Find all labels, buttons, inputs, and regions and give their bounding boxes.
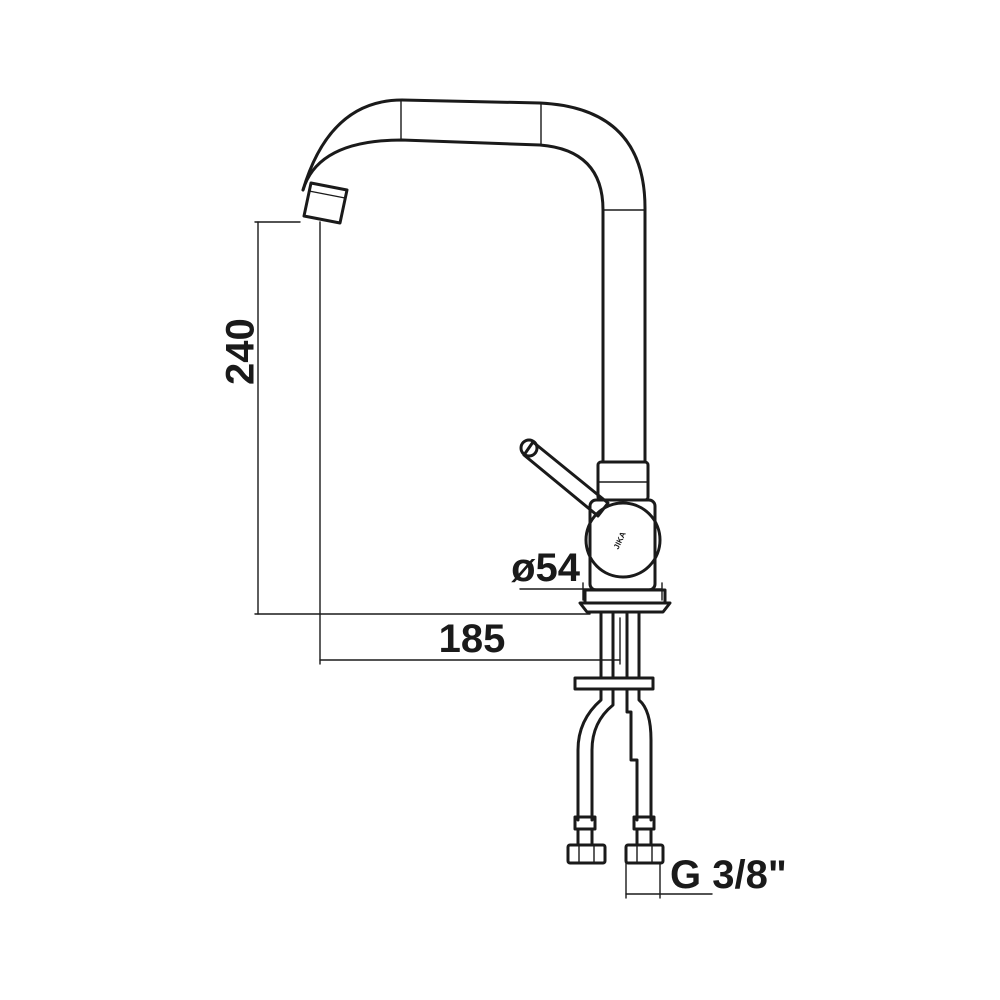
dimension-reach-label: 185 xyxy=(439,617,506,661)
cartridge-cap: JIKA xyxy=(584,501,662,579)
dimension-height: 240 xyxy=(219,221,591,615)
base-rosette xyxy=(578,588,672,614)
lever-handle xyxy=(519,438,610,518)
dimension-reach: 185 xyxy=(319,221,621,665)
dimension-connection-label: G 3/8" xyxy=(670,853,787,897)
brand-logo-text: JIKA xyxy=(612,530,628,551)
supply-hoses xyxy=(573,687,656,847)
spout xyxy=(301,98,647,464)
dimension-connection: G 3/8" xyxy=(625,853,787,899)
dimension-base-diameter: ø54 xyxy=(511,546,663,601)
aerator xyxy=(302,181,349,225)
mounting-set xyxy=(573,610,655,691)
connection-nuts xyxy=(566,843,665,865)
dimension-diameter-label: ø54 xyxy=(511,546,581,590)
dimension-height-label: 240 xyxy=(219,318,263,385)
